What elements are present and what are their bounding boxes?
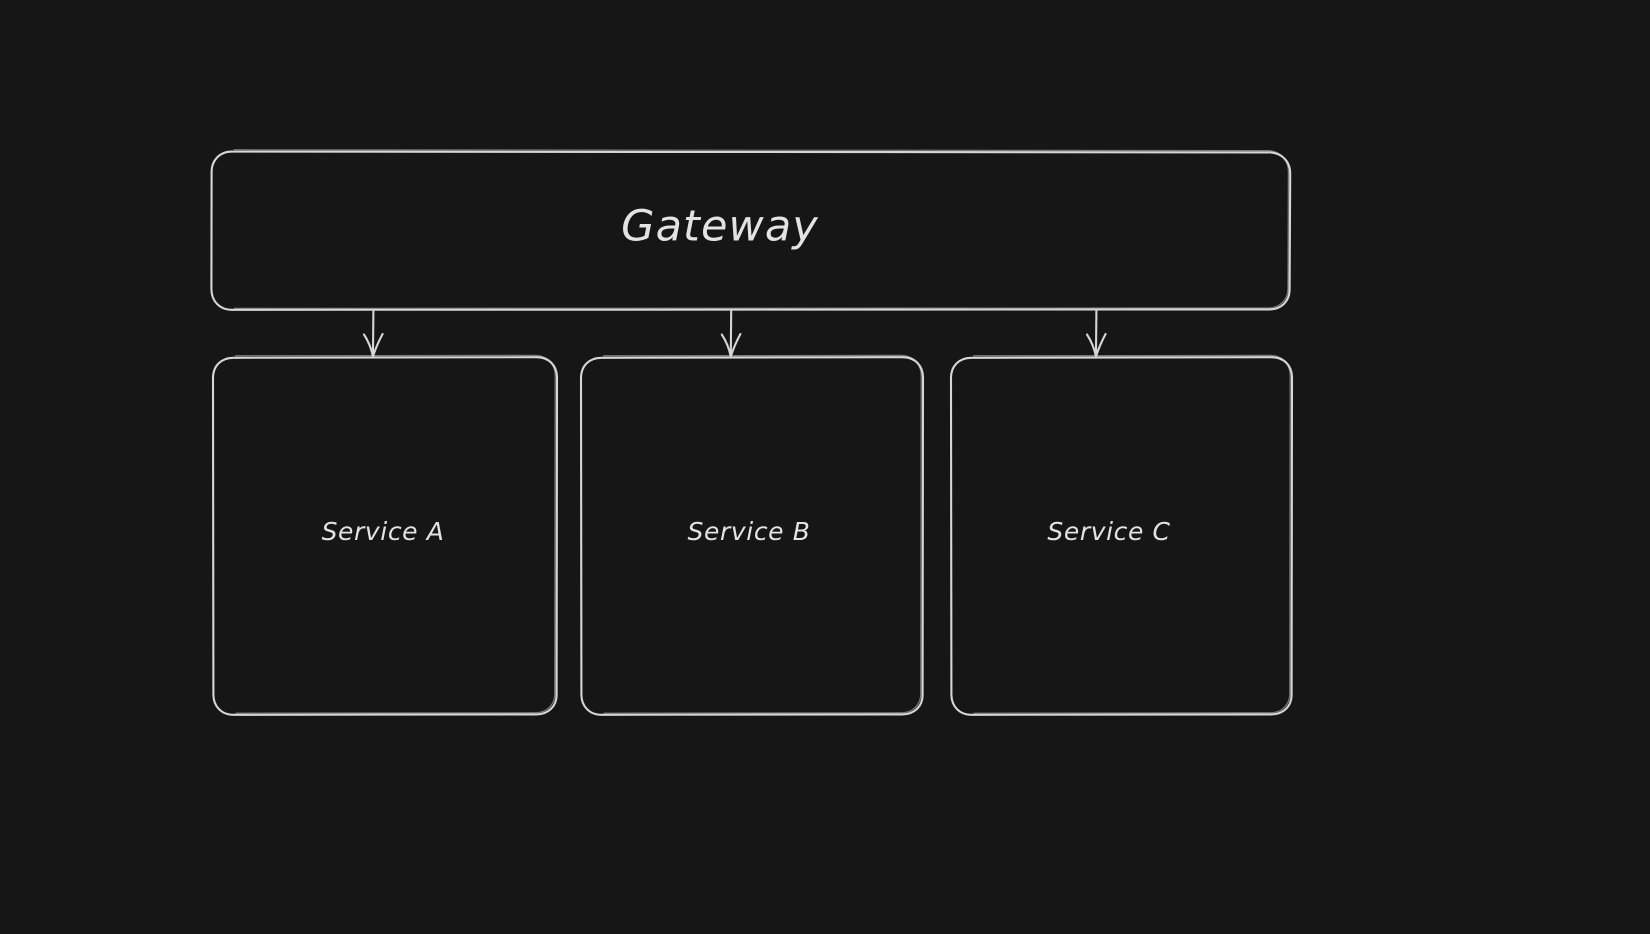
service-a-box-outline [211, 356, 559, 716]
service-b-box-sketch-overlay [602, 354, 922, 714]
gateway-label: Gateway [621, 202, 819, 252]
service-a-box-sketch-overlay [234, 354, 556, 714]
service-b-box-outline [579, 356, 925, 716]
node-service-c[interactable]: Service C [949, 354, 1294, 716]
node-service-a[interactable]: Service A [211, 354, 559, 716]
node-gateway[interactable]: Gateway [210, 149, 1292, 311]
arrowhead-c [1085, 332, 1107, 358]
edge-gateway-to-service-a [362, 309, 384, 358]
arrowhead-b [720, 332, 742, 358]
service-c-box-sketch-overlay [972, 354, 1291, 714]
edge-gateway-to-service-c [1085, 309, 1107, 358]
node-service-b[interactable]: Service B [579, 354, 925, 716]
arrowhead-a [362, 332, 384, 358]
gateway-box-sketch-overlay [233, 149, 1290, 310]
service-c-box-outline [949, 356, 1294, 716]
service-a-label: Service A [322, 517, 445, 546]
service-b-label: Service B [688, 517, 811, 546]
gateway-box-outline [210, 150, 1292, 311]
edge-gateway-to-service-b [720, 309, 742, 358]
service-c-label: Service C [1047, 517, 1170, 546]
